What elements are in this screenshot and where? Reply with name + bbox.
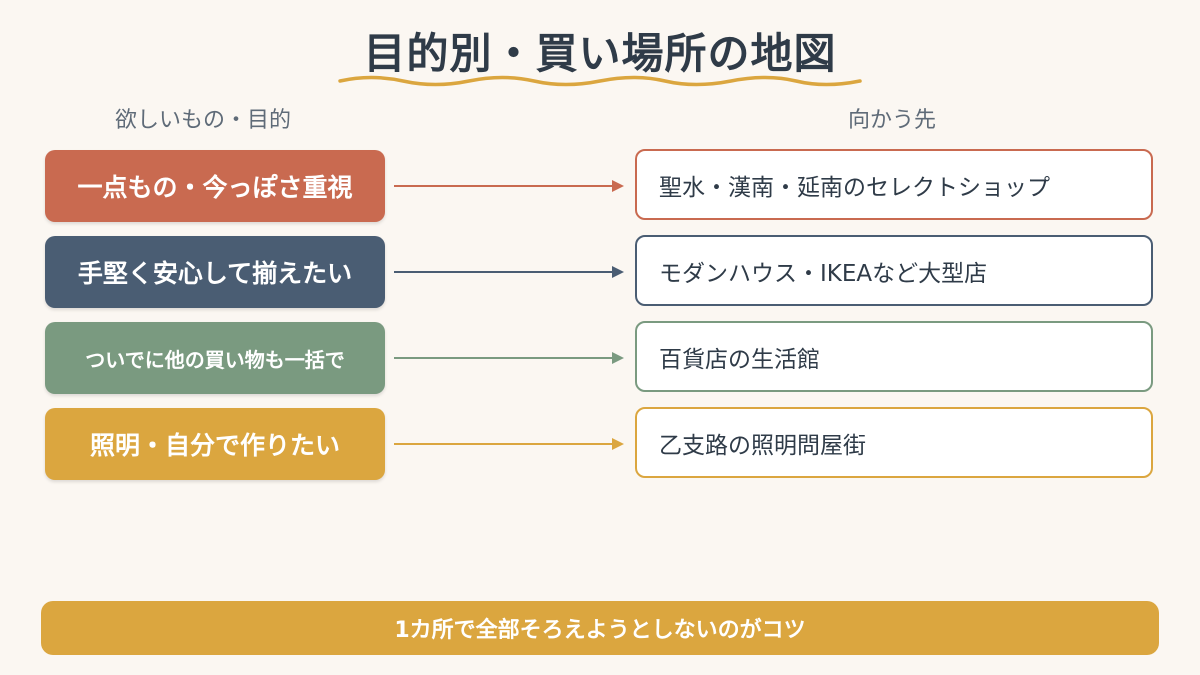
column-header-destination: 向かう先	[848, 108, 937, 133]
destination-box: 百貨店の生活館	[635, 321, 1153, 392]
mapping-row: 照明・自分で作りたい 乙支路の照明問屋街	[0, 406, 1200, 482]
arrow-right-icon	[394, 180, 624, 192]
arrow-right-icon	[394, 352, 624, 364]
purpose-box: ついでに他の買い物も一括で	[45, 322, 385, 394]
arrow-right-icon	[394, 438, 624, 450]
purpose-box: 照明・自分で作りたい	[45, 408, 385, 480]
purpose-box: 一点もの・今っぽさ重視	[45, 150, 385, 222]
destination-box: 聖水・漢南・延南のセレクトショップ	[635, 149, 1153, 220]
arrow-right-icon	[394, 266, 624, 278]
destination-box: モダンハウス・IKEAなど大型店	[635, 235, 1153, 306]
mapping-row: ついでに他の買い物も一括で 百貨店の生活館	[0, 320, 1200, 396]
destination-box: 乙支路の照明問屋街	[635, 407, 1153, 478]
page-title: 目的別・買い場所の地図	[363, 29, 837, 78]
column-header-purpose: 欲しいもの・目的	[115, 108, 292, 133]
mapping-row: 一点もの・今っぽさ重視 聖水・漢南・延南のセレクトショップ	[0, 148, 1200, 224]
mapping-row: 手堅く安心して揃えたい モダンハウス・IKEAなど大型店	[0, 234, 1200, 310]
title-underline	[338, 75, 862, 87]
purpose-box: 手堅く安心して揃えたい	[45, 236, 385, 308]
tip-banner: 1カ所で全部そろえようとしないのがコツ	[41, 601, 1159, 655]
